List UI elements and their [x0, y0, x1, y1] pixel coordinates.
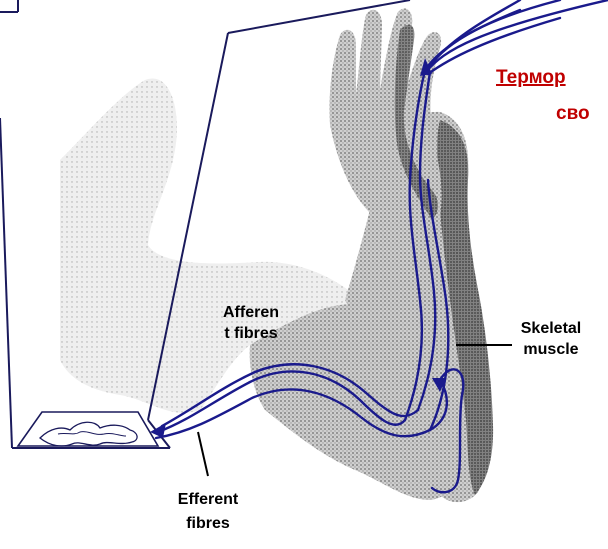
afferent-label-line1: Afferen — [196, 302, 306, 323]
afferent-label-line2: t fibres — [196, 323, 306, 344]
efferent-leader-line — [198, 432, 208, 476]
hand-fibre-2 — [428, 0, 560, 68]
skeletal-label-line2: muscle — [510, 339, 592, 360]
heading-line1: Термор — [496, 67, 566, 89]
efferent-label-line1: Efferent — [148, 488, 268, 512]
skeletal-label-line1: Skeletal — [510, 318, 592, 339]
panel-edge-top — [228, 0, 410, 33]
spinal-section — [18, 412, 158, 446]
efferent-label-line2: fibres — [148, 512, 268, 536]
afferent-fibres-label: Afferen t fibres — [196, 302, 306, 344]
skeletal-muscle-label: Skeletal muscle — [510, 318, 592, 360]
heading-line2: сво — [556, 103, 590, 125]
panel-edge-back — [0, 118, 12, 448]
efferent-fibres-label: Efferent fibres — [148, 488, 268, 536]
